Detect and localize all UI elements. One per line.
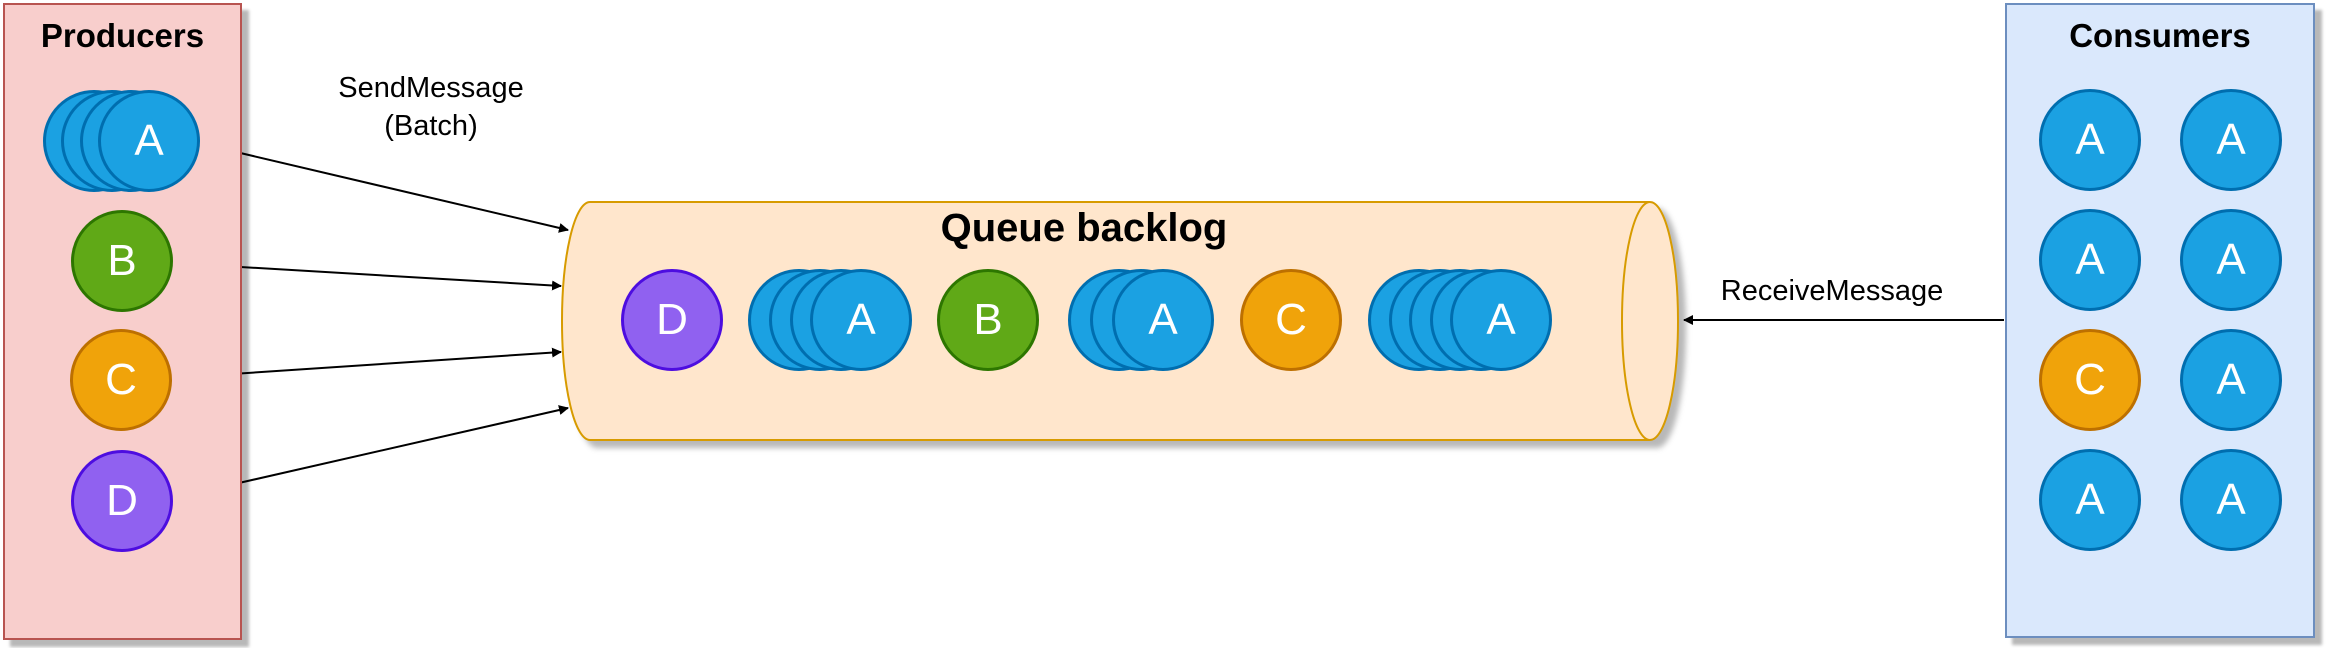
consumer-message: A [2039,449,2141,551]
queue-message-c: C [1240,269,1342,371]
consumer-message: A [2039,89,2141,191]
queue-title: Queue backlog [940,206,1228,250]
consumer-message: A [2180,209,2282,311]
consumer-message: A [2180,89,2282,191]
queue-message-b: B [937,269,1039,371]
consumer-message: A [2039,209,2141,311]
queue-message-a-batch-2: A [1112,269,1214,371]
queue-cylinder-rim [1621,201,1651,441]
queue-message-a-batch-1: A [810,269,912,371]
producer-message-a: A [98,90,200,192]
send-arrow-a [201,143,569,233]
queue-message-a-batch-3: A [1450,269,1552,371]
producer-message-c: C [70,329,172,431]
producer-message-d: D [71,450,173,552]
send-message-label-line1: SendMessage [338,72,524,104]
producers-title: Producers [40,17,205,54]
consumers-title: Consumers [2069,17,2251,54]
send-message-label-line2: (Batch) [384,110,478,142]
consumer-message: A [2180,449,2282,551]
consumer-message: C [2039,329,2141,431]
receive-message-label: ReceiveMessage [1720,275,1944,307]
consumer-message: A [2180,329,2282,431]
producer-message-b: B [71,210,173,312]
send-message-label: SendMessage (Batch) [338,69,523,145]
queue-message-d: D [621,269,723,371]
consumers-box: Consumers [2005,3,2315,638]
